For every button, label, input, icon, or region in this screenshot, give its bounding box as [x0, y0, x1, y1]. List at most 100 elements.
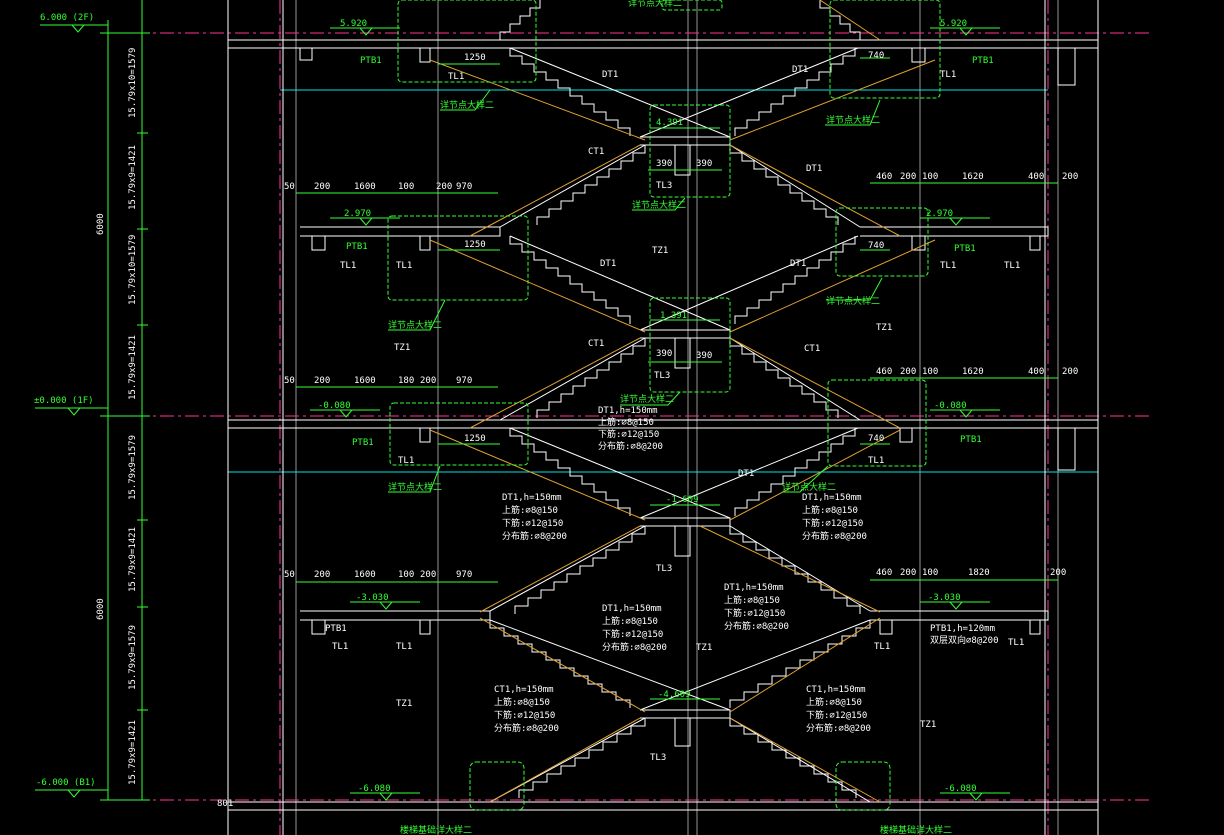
- ct1-tag: CT1: [588, 147, 604, 157]
- elev-m4609: -4.609: [658, 690, 691, 700]
- dt1-spec-dist: 分布筋:⌀8@200: [724, 620, 789, 632]
- tl1-tag: TL1: [398, 456, 414, 466]
- ct1-spec-dist: 分布筋:⌀8@200: [494, 722, 559, 734]
- tl3-tag: TL3: [656, 564, 672, 574]
- dt1-spec-bottom: 下筋:⌀12@150: [724, 607, 785, 619]
- dim-value: 1250: [464, 434, 486, 444]
- level-b1: -6.000 (B1): [36, 778, 96, 788]
- dim-value: 1250: [464, 53, 486, 63]
- landing-slabs: [300, 48, 1049, 635]
- dt1-spec-dist: 分布筋:⌀8@200: [502, 530, 567, 542]
- dim-1579-a: 15.79x10=1579: [128, 48, 138, 118]
- dim-1421-c: 15.79x9=1421: [128, 527, 138, 592]
- level-1f: ±0.000 (1F): [34, 396, 94, 406]
- dt1-spec-dist: 分布筋:⌀8@200: [802, 530, 867, 542]
- dim-1579-c: 15.79x9=1579: [128, 435, 138, 500]
- ct1-tag: CT1: [588, 339, 604, 349]
- ptb1-rebar: 双层双向⌀8@200: [930, 634, 999, 646]
- dim-1579-b: 15.79x10=1579: [128, 235, 138, 305]
- tz1-tag: TZ1: [920, 720, 936, 730]
- dim-value: 740: [868, 434, 884, 444]
- node-detail-label: 详节点大样二: [388, 481, 442, 493]
- node-detail-label: 详节点大样二: [440, 99, 494, 111]
- elev-5920-right: 5.920: [940, 19, 967, 29]
- dt1-spec-title: DT1,h=150mm: [602, 604, 662, 614]
- dt1-spec-top: 上筋:⌀8@150: [602, 615, 658, 627]
- tl3-tag: TL3: [650, 753, 666, 763]
- tl1-tag: TL1: [332, 642, 348, 652]
- stair-flights: [489, 0, 871, 803]
- ct1-spec-title: CT1,h=150mm: [494, 685, 554, 695]
- dim-value: 180: [398, 376, 414, 386]
- ct1-spec-dist: 分布筋:⌀8@200: [806, 722, 871, 734]
- dim-value: 100: [398, 570, 414, 580]
- elev-m3030-left: -3.030: [356, 593, 389, 603]
- dim-value: 390: [696, 159, 712, 169]
- tz1-tag: TZ1: [696, 643, 712, 653]
- tl1-tag: TL1: [396, 642, 412, 652]
- tl1-tag: TL1: [940, 70, 956, 80]
- dim-value: 100: [398, 182, 414, 192]
- dt1-tag: DT1: [738, 469, 754, 479]
- node-detail-label: 详节点大样二: [620, 393, 674, 405]
- stair-foundation-detail-label: 楼梯基础详大样二: [880, 824, 952, 835]
- elev-m0080-right: -0.080: [934, 401, 967, 411]
- tz1-tag: TZ1: [394, 343, 410, 353]
- dim-value: 460: [876, 172, 892, 182]
- elev-m6080-left: -6.080: [358, 784, 391, 794]
- dim-value: 100: [922, 367, 938, 377]
- ct1-spec-top: 上筋:⌀8@150: [806, 696, 862, 708]
- ptb1-note: PTB1,h=120mm: [930, 624, 995, 634]
- dt1-spec-top: 上筋:⌀8@150: [802, 504, 858, 516]
- dim-value: 1620: [962, 172, 984, 182]
- dt1-spec-top: 上筋:⌀8@150: [598, 416, 654, 428]
- dim-value: 400: [1028, 172, 1044, 182]
- elev-m6080-right: -6.080: [944, 784, 977, 794]
- dim-value: 400: [1028, 367, 1044, 377]
- dim-value: 50: [284, 570, 295, 580]
- dim-value: 200: [436, 182, 452, 192]
- horizontal-dimension-lines: [296, 57, 1058, 700]
- dt1-spec-title: DT1,h=150mm: [802, 493, 862, 503]
- ptb1-tag: PTB1: [346, 242, 368, 252]
- level-2f: 6.000 (2F): [40, 13, 94, 23]
- elevation-markers: [310, 27, 1010, 801]
- floor-axis-lines: [110, 0, 1150, 835]
- ct1-spec-bottom: 下筋:⌀12@150: [806, 709, 867, 721]
- dim-value: 200: [314, 376, 330, 386]
- dt1-spec-bottom: 下筋:⌀12@150: [802, 517, 863, 529]
- elev-2970-right: 2.970: [926, 209, 953, 219]
- ptb1-tag: PTB1: [325, 624, 347, 634]
- dt1-spec-bottom: 下筋:⌀12@150: [602, 628, 663, 640]
- tl1-tag: TL1: [340, 261, 356, 271]
- tl1-tag: TL1: [1004, 261, 1020, 271]
- dim-value: 970: [456, 376, 472, 386]
- dim-value: 1600: [354, 570, 376, 580]
- dt1-tag: DT1: [790, 259, 806, 269]
- dim-value: 970: [456, 182, 472, 192]
- dim-value: 740: [868, 241, 884, 251]
- elev-1391: 1.391: [660, 311, 687, 321]
- dim-value: 200: [900, 568, 916, 578]
- dim-value: 460: [876, 367, 892, 377]
- dim-value: 1600: [354, 182, 376, 192]
- dt1-spec-top: 上筋:⌀8@150: [724, 594, 780, 606]
- walls: [227, 0, 1099, 835]
- tl1-tag: TL1: [874, 642, 890, 652]
- dim-6000-bottom: 6000: [96, 598, 106, 620]
- dim-value: 1820: [968, 568, 990, 578]
- detail-callouts: [387, 0, 941, 811]
- dim-value: 200: [420, 570, 436, 580]
- dt1-spec-title: DT1,h=150mm: [724, 583, 784, 593]
- dt1-spec-bottom: 下筋:⌀12@150: [598, 428, 659, 440]
- node-detail-label: 详节点大样二: [628, 0, 682, 9]
- elev-4391: 4.391: [656, 118, 683, 128]
- dt1-spec-dist: 分布筋:⌀8@200: [602, 641, 667, 653]
- ptb1-tag: PTB1: [352, 438, 374, 448]
- dim-value: 1250: [464, 240, 486, 250]
- dim-1579-d: 15.79x9=1579: [128, 625, 138, 690]
- node-detail-label: 详节点大样二: [782, 481, 836, 493]
- beam-lines: [228, 89, 1098, 473]
- ct1-tag: CT1: [804, 344, 820, 354]
